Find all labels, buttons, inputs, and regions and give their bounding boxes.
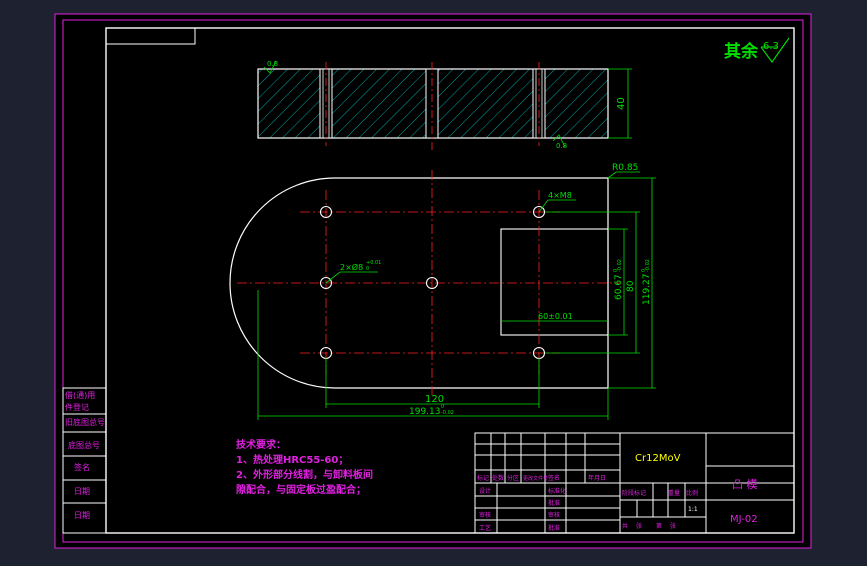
surface-finish: 其余 6.3 [724,37,790,63]
tb-header: 年月日 [588,474,606,482]
title-block [474,432,795,534]
tb-sheet: 张 [670,522,676,530]
overall-length-dim: 199.13 [409,407,441,417]
hole-distance-dim: 80 [626,280,636,292]
tech-note-line: 1、热处理HRC55-60； [236,453,348,466]
tb-sheet: 张 [636,522,642,530]
plan-dimensions [257,171,656,420]
strip-label: 底图总号 [68,440,100,450]
outer-frame [62,19,804,543]
corner-radius-dim: R0.85 [612,163,638,173]
tb-header: 签名 [548,474,560,482]
tech-note-line: 隙配合，与固定板过盈配合； [236,483,366,496]
tech-note-line: 2、外形部分线割，与卸料板间 [236,468,373,481]
tb-header: 标记 [477,474,489,482]
tb-header: 更改文件号 [523,475,548,482]
pin-holes-tol: +0.01 [366,260,381,266]
strip-label: 借(通)用 [65,390,95,400]
tb-role: 批准 [548,524,560,532]
center-distance-dim: 120 [425,394,444,405]
thread-hole [319,205,333,219]
title-block-text: Cr12MoV 凸 模 MJ-02 标记 处数 分区 更改文件号 签名 年月日 … [477,453,758,532]
drawing-number-field: MJ-02 [730,514,758,525]
overall-length-tol-up: 0 [441,404,444,410]
overall-height-tol-low: -0.02 [645,259,651,272]
cutout-width-dim: 60±0.01 [538,312,573,321]
pin-holes-dim: 2×Ø8 [340,262,363,272]
section-left-label: 0.8 [267,60,278,68]
tech-notes-heading: 技术要求： [236,438,286,451]
tb-scale: 1:1 [688,506,698,513]
overall-height-tol-up: 0 [641,269,647,272]
thread-holes-dim: 4×M8 [548,191,572,200]
tech-notes: 技术要求： 1、热处理HRC55-60； 2、外形部分线割，与卸料板间 隙配合，… [236,438,373,496]
overall-length-tol-low: -0.02 [441,410,454,416]
tb-role: 审核 [479,511,491,519]
tb-stage-header: 阶段标记 [622,489,646,497]
tb-header: 处数 [492,474,504,482]
tb-role: 审核 [548,511,560,519]
material-field: Cr12MoV [635,453,681,464]
pin-holes-tol-low: 0 [366,266,369,272]
tb-sheet: 第 [656,522,662,530]
tb-sheet: 共 [622,522,628,530]
thread-hole [532,205,546,219]
strip-label: 日期 [74,511,90,520]
cutout-height-tol-low: -0.02 [617,259,623,272]
surface-finish-label: 其余 [724,41,759,62]
strip-label: 旧底图总号 [65,417,105,427]
overall-height-dim: 119.27 [642,274,652,306]
section-right-label: 0.8 [556,142,567,150]
section-view: 0.8 0.8 40 [257,60,632,150]
tb-role: 批准 [548,499,560,507]
thickness-dim: 40 [616,97,627,110]
part-name-field: 凸 模 [732,478,758,491]
pin-hole [425,276,439,290]
strip-label: 签名 [74,462,90,472]
inner-frame [105,27,795,534]
strip-label: 件登记 [65,402,89,412]
strip-label: 日期 [74,487,90,496]
pin-hole [319,276,333,290]
tb-role: 标准化 [548,487,566,495]
tb-stage-header: 比例 [686,489,698,497]
tb-stage-header: 重量 [668,489,680,497]
cutout-height-tol-up: 0 [613,269,619,272]
tb-header: 分区 [507,474,519,482]
tb-role: 工艺 [479,524,491,532]
corner-code-box [105,27,196,45]
left-strip: 借(通)用 件登记 旧底图总号 底图总号 签名 日期 日期 [62,387,107,534]
plan-dim-labels: R0.85 4×M8 2×Ø8 +0.01 0 60±0.01 120 199.… [340,163,652,417]
cutout-height-dim: 60.67 [614,274,624,300]
roughness-symbol-icon [760,37,790,63]
tb-role: 设计 [479,487,491,495]
